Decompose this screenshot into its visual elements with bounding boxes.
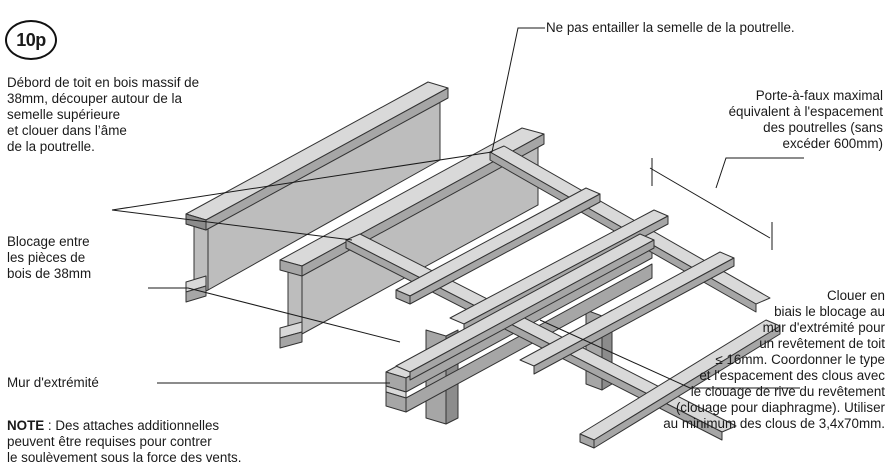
blocking-line: Blocage entre: [7, 234, 90, 249]
no-notch-note: Ne pas entailler la semelle de la poutre…: [546, 20, 795, 35]
i-joist-left: [185, 81, 449, 303]
nailing-line: (clouage pour diaphragme). Utiliser: [675, 400, 885, 415]
wind-uplift-note: NOTE : Des attaches additionnelles peuve…: [7, 418, 241, 466]
lookout-frame: [345, 145, 781, 449]
cantilever-dimension: [649, 157, 804, 250]
blocking-line: bois de 38mm: [7, 266, 92, 281]
nailing-line: biais le blocage au: [774, 304, 885, 319]
note-text: : Des attaches additionnelles: [44, 418, 220, 433]
nailing-line: ≤ 16mm. Coordonner le type: [715, 352, 885, 367]
note-first-line: NOTE : Des attaches additionnelles: [7, 418, 241, 434]
detail-number-badge: 10p: [5, 20, 57, 60]
overhang-description: Débord de toit en bois massif de 38mm, d…: [7, 75, 199, 155]
blocking-line: les pièces de: [7, 250, 86, 265]
cantilever-line: équivalent à l'espacement: [728, 104, 883, 119]
end-wall-label: Mur d'extrémité: [7, 375, 99, 390]
overhang-line: et clouer dans l’âme: [7, 123, 127, 138]
overhang-line: de la poutrelle.: [7, 139, 95, 154]
nailing-line: un revêtement de toit: [759, 336, 885, 351]
nailing-line: mur d'extrémité pour: [762, 320, 885, 335]
nailing-line: au minimum des clous de 3,4x70mm.: [663, 416, 885, 431]
cantilever-line: Porte-à-faux maximal: [755, 88, 883, 103]
cantilever-line: des poutrelles (sans: [763, 120, 883, 135]
note-line: le soulèvement sous la force des vents.: [7, 450, 242, 465]
nailing-line: Clouer en: [826, 288, 885, 303]
overhang-line: Débord de toit en bois massif de: [7, 75, 200, 90]
note-line: peuvent être requises pour contrer: [7, 434, 212, 449]
note-label: NOTE: [7, 418, 45, 433]
nailing-line: et l'espacement des clous avec: [699, 368, 885, 383]
cantilever-description: Porte-à-faux maximal équivalent à l'espa…: [729, 88, 883, 152]
leader-lines: [111, 27, 800, 389]
cantilever-line: excéder 600mm): [782, 136, 883, 151]
blocking-description: Blocage entre les pièces de bois de 38mm: [7, 234, 91, 282]
nailing-line: le clouage de rive du revêtement: [690, 384, 885, 399]
overhang-line: 38mm, découper autour de la: [7, 91, 182, 106]
overhang-line: semelle supérieure: [7, 107, 121, 122]
nailing-description: Clouer en biais le blocage au mur d'extr…: [663, 288, 885, 432]
